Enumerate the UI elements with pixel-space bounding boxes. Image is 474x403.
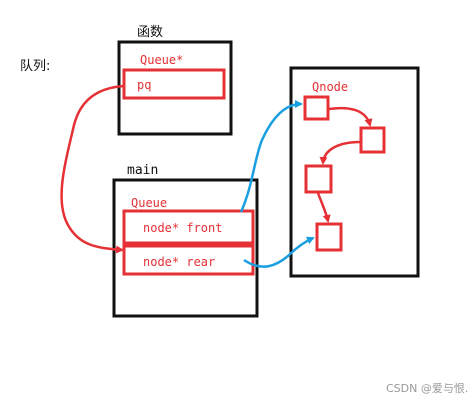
function-box-title: 函数 <box>137 25 163 40</box>
pq-field <box>122 68 226 100</box>
node-container-title: Qnode <box>312 80 348 94</box>
function-box-type: Queue* <box>140 53 183 67</box>
pq-pointer-arrow <box>60 84 125 254</box>
main-box-type: Queue <box>131 196 167 210</box>
node-link-1-2 <box>328 106 373 127</box>
rear-pointer-arrow <box>243 236 315 268</box>
pq-field-label: pq <box>137 78 151 92</box>
node-link-3-4 <box>316 192 331 223</box>
watermark: CSDN @爱与恨. <box>386 381 468 395</box>
queue-caption: 队列: <box>20 59 50 74</box>
front-field <box>122 209 255 245</box>
front-field-label: node* front <box>143 221 222 235</box>
rear-field-label: node* rear <box>143 255 215 269</box>
node-link-2-3 <box>319 140 361 165</box>
front-pointer-arrow <box>239 100 303 213</box>
queue-node-2 <box>359 126 386 154</box>
function-box <box>117 40 233 136</box>
queue-node-4 <box>315 222 343 252</box>
main-box-title: main <box>127 163 158 178</box>
queue-node-1 <box>303 95 330 121</box>
rear-field <box>122 244 255 276</box>
node-container <box>289 66 420 278</box>
queue-node-3 <box>304 164 333 194</box>
